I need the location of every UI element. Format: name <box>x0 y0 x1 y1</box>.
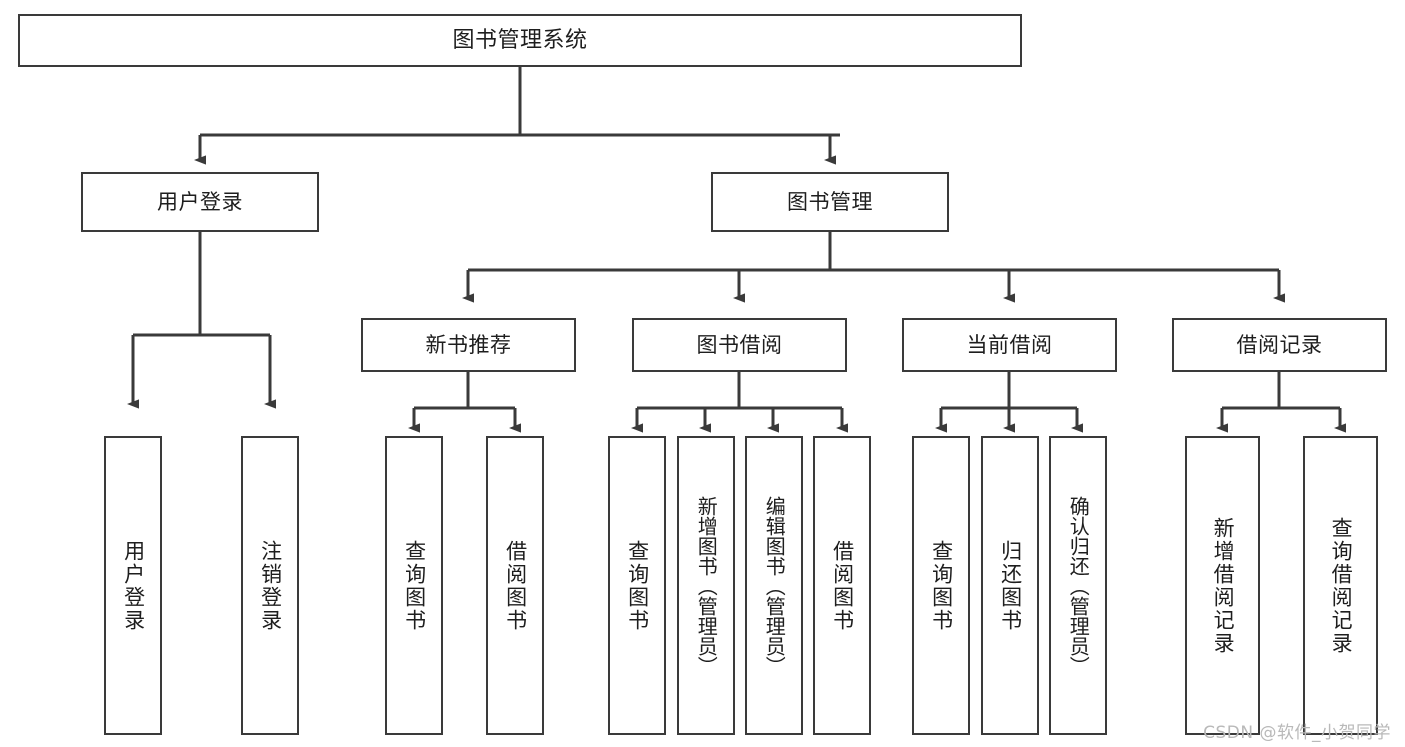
leaf-add-borrow-record[interactable]: 新增借阅记录 <box>1185 436 1260 735</box>
leaf-add-book-admin[interactable]: 新增图书（管理员） <box>677 436 735 735</box>
leaf-query-borrow-record[interactable]: 查询借阅记录 <box>1303 436 1378 735</box>
node-user-login[interactable]: 用户登录 <box>81 172 319 232</box>
leaf-label: 查询图书 <box>402 539 427 632</box>
node-book-management[interactable]: 图书管理 <box>711 172 949 232</box>
node-label: 图书管理 <box>787 189 873 214</box>
leaf-label: 新增图书（管理员） <box>694 495 719 676</box>
node-label: 图书管理系统 <box>452 27 588 53</box>
leaf-borrow-book-new[interactable]: 借阅图书 <box>486 436 544 735</box>
node-label: 新书推荐 <box>425 332 512 357</box>
node-label: 借阅记录 <box>1236 332 1323 357</box>
leaf-label: 借阅图书 <box>503 539 528 632</box>
node-current-borrow[interactable]: 当前借阅 <box>902 318 1117 372</box>
leaf-label: 用户登录 <box>121 539 146 632</box>
node-label: 当前借阅 <box>966 332 1053 357</box>
leaf-query-book-borrow[interactable]: 查询图书 <box>608 436 666 735</box>
node-new-book-recommend[interactable]: 新书推荐 <box>361 318 576 372</box>
node-label: 用户登录 <box>157 189 243 214</box>
leaf-label: 编辑图书（管理员） <box>762 495 787 676</box>
leaf-label: 查询图书 <box>929 539 954 632</box>
leaf-label: 借阅图书 <box>830 539 855 632</box>
leaf-label: 查询借阅记录 <box>1329 516 1354 655</box>
leaf-borrow-book[interactable]: 借阅图书 <box>813 436 871 735</box>
leaf-label: 确认归还（管理员） <box>1066 495 1091 676</box>
watermark-text: CSDN @软件_小贺同学 <box>1203 723 1391 743</box>
leaf-confirm-return-admin[interactable]: 确认归还（管理员） <box>1049 436 1107 735</box>
node-book-borrow[interactable]: 图书借阅 <box>632 318 847 372</box>
leaf-label: 查询图书 <box>625 539 650 632</box>
leaf-query-book-new[interactable]: 查询图书 <box>385 436 443 735</box>
leaf-label: 新增借阅记录 <box>1211 516 1236 655</box>
leaf-label: 归还图书 <box>998 539 1023 632</box>
leaf-logout-login[interactable]: 注销登录 <box>241 436 299 735</box>
leaf-label: 注销登录 <box>258 539 283 632</box>
node-label: 图书借阅 <box>696 332 783 357</box>
leaf-return-book[interactable]: 归还图书 <box>981 436 1039 735</box>
leaf-query-book-current[interactable]: 查询图书 <box>912 436 970 735</box>
leaf-edit-book-admin[interactable]: 编辑图书（管理员） <box>745 436 803 735</box>
leaf-user-login[interactable]: 用户登录 <box>104 436 162 735</box>
node-root-book-management-system[interactable]: 图书管理系统 <box>18 14 1022 67</box>
node-borrow-record[interactable]: 借阅记录 <box>1172 318 1387 372</box>
